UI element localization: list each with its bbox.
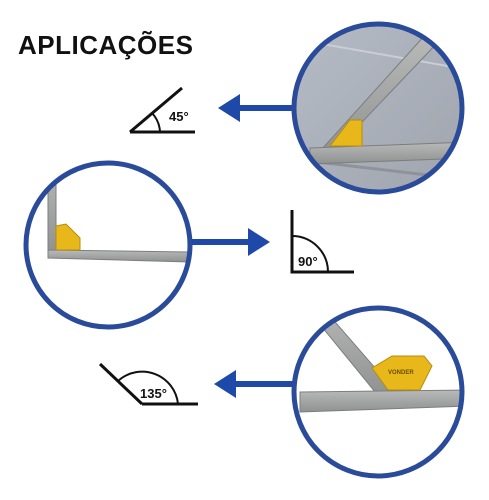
page-title: APLICAÇÕES <box>18 30 194 60</box>
photo-45-circle <box>291 21 465 195</box>
angle-45-icon: 45° <box>129 86 195 134</box>
application-135: 135° VONDER <box>98 305 465 479</box>
magnet-brand-label: VONDER <box>388 370 414 376</box>
angle-135-icon: 135° <box>98 362 198 406</box>
arrow-right-icon <box>192 228 270 256</box>
photo-90-circle <box>23 160 193 330</box>
angle-135-label: 135° <box>140 386 167 401</box>
angle-45-label: 45° <box>169 109 189 124</box>
application-90: 90° <box>23 160 354 330</box>
arrow-left-icon <box>218 94 296 122</box>
photo-135-circle: VONDER <box>291 305 465 479</box>
angle-90-label: 90° <box>298 254 318 269</box>
angle-90-icon: 90° <box>290 210 354 274</box>
arrow-left-icon <box>214 370 294 398</box>
application-45: 45° <box>129 21 465 195</box>
